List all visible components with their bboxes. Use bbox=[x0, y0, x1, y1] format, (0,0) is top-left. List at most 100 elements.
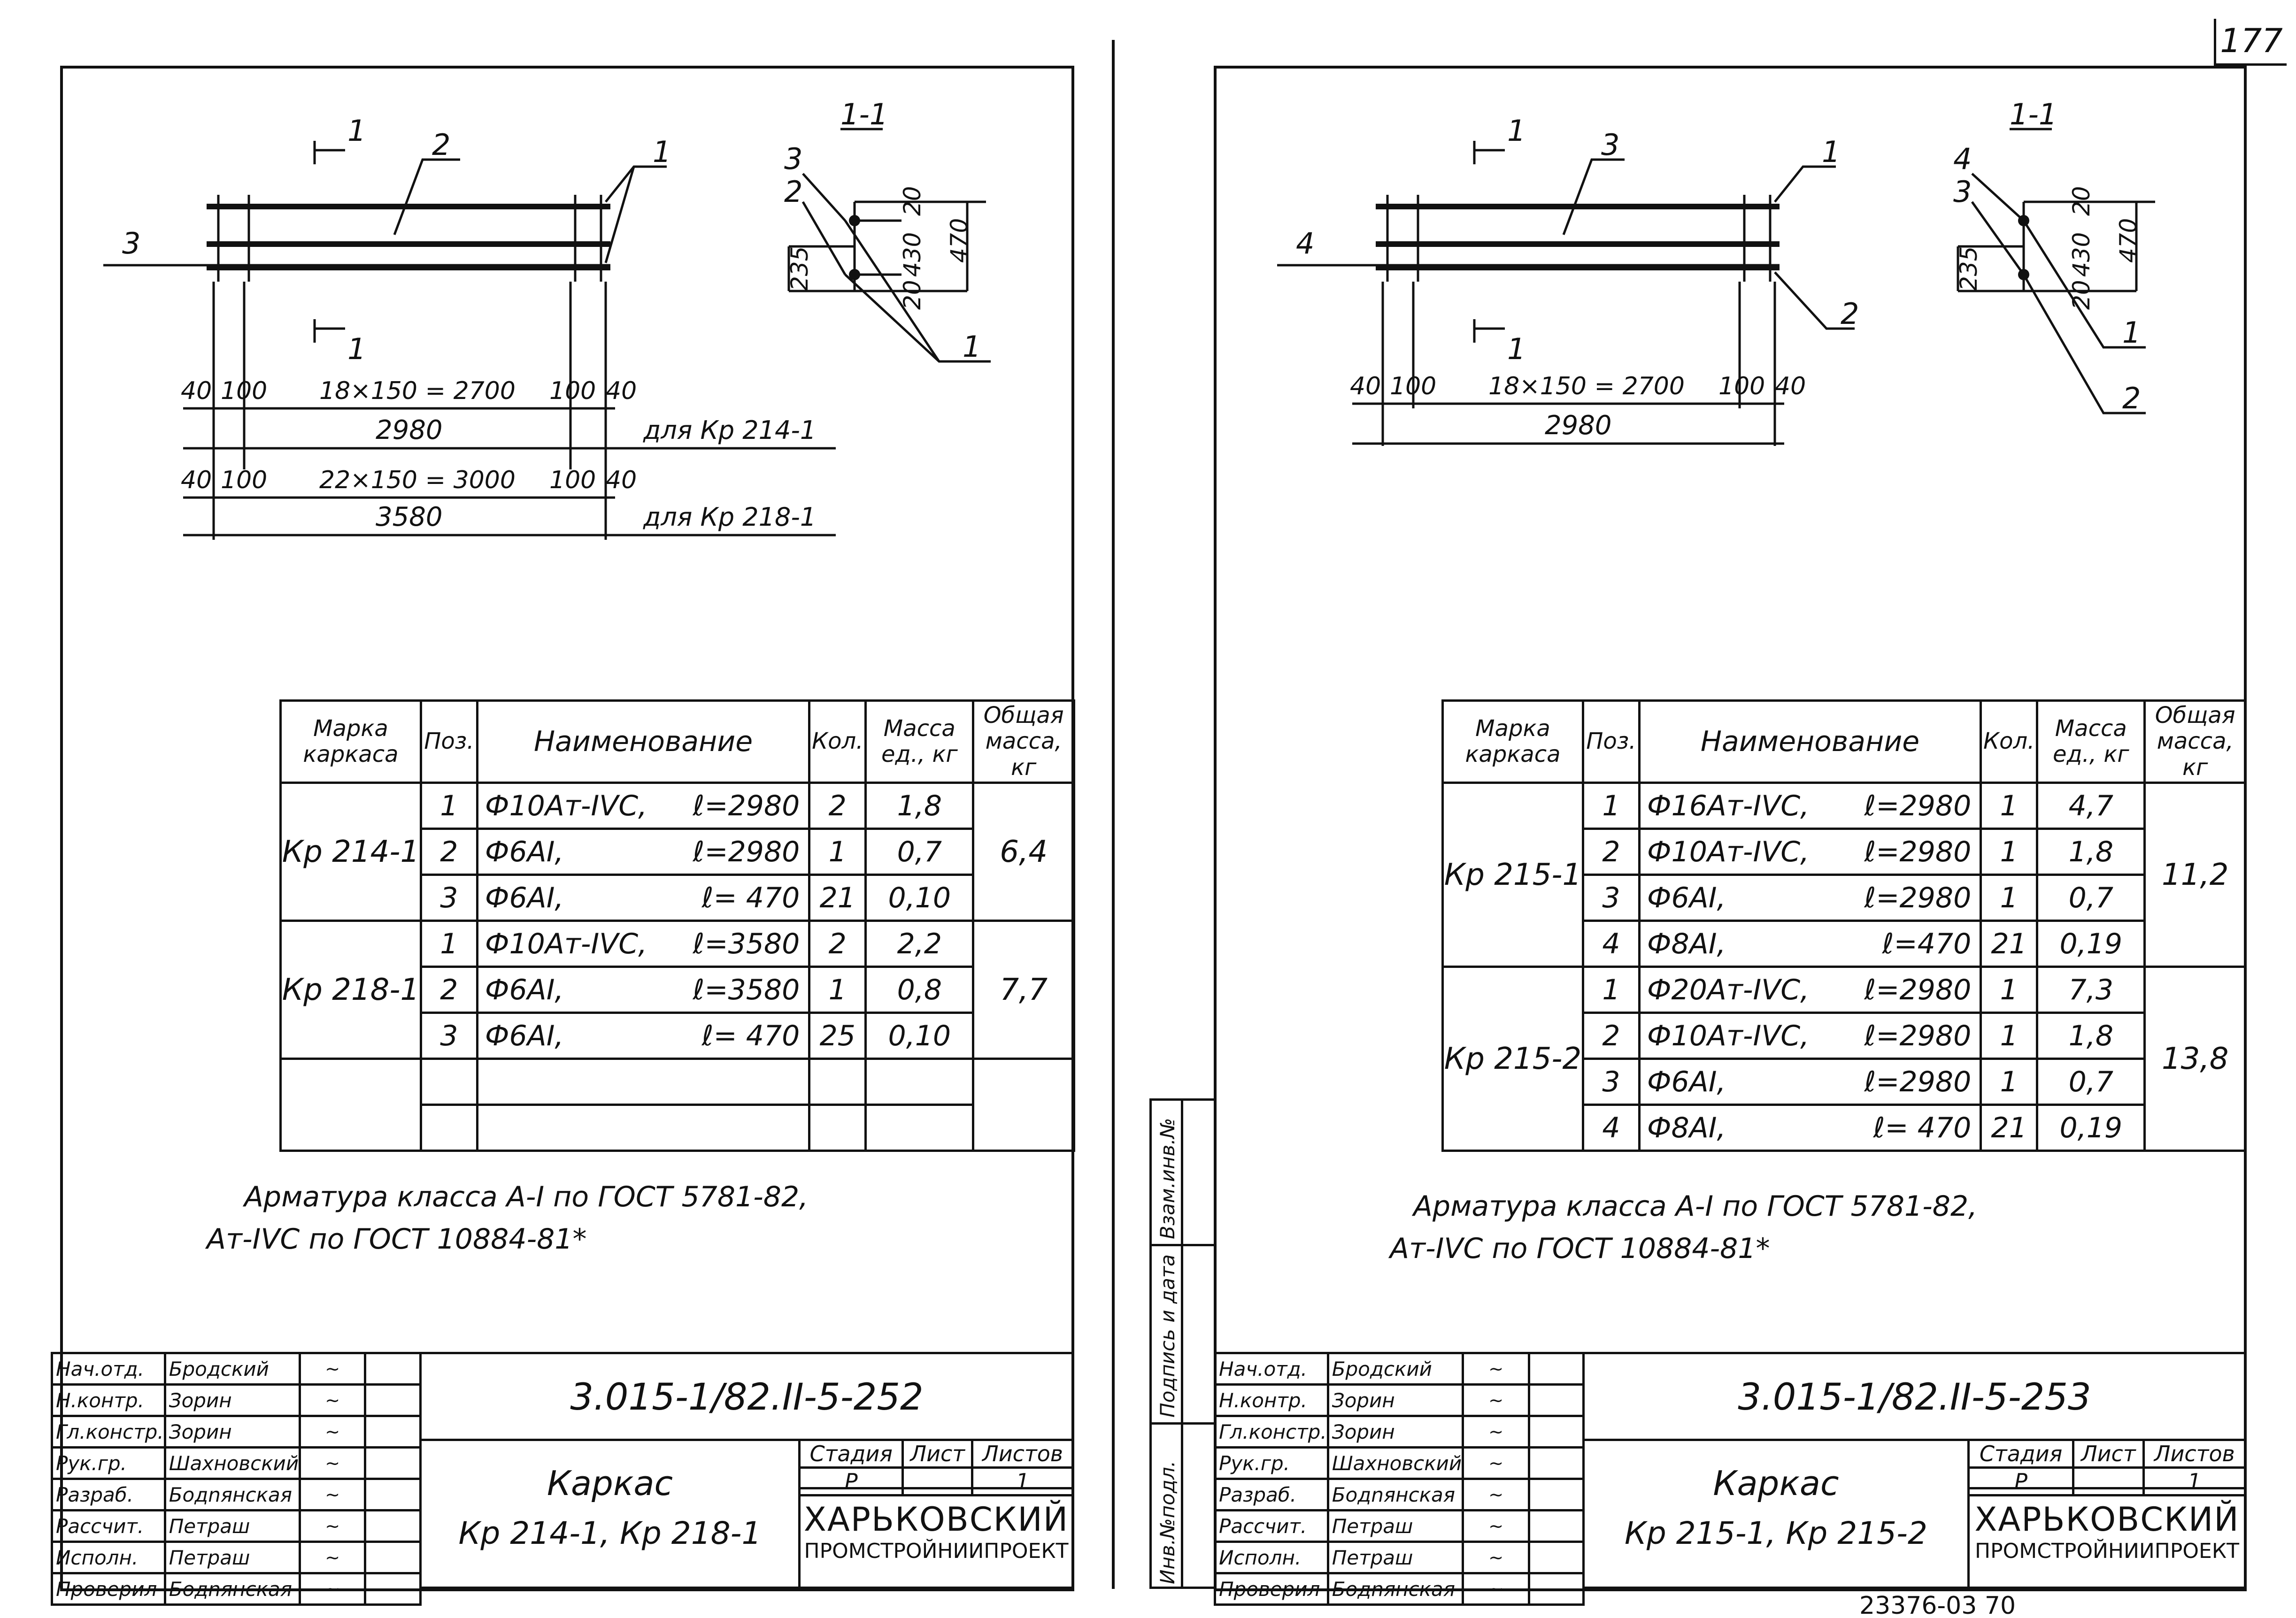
side-label-vzam: Взам.инв.№ bbox=[1156, 1118, 1179, 1239]
group-total: 11,2 bbox=[2143, 782, 2247, 968]
left-sec-dim-a: 20 bbox=[899, 186, 926, 216]
left-dim1-note: для Кр 214-1 bbox=[643, 415, 816, 445]
right-drawing: 1 1 1-1 3 1 4 2 4 3 1 2 20 430 20 470 23… bbox=[1277, 97, 2155, 446]
cell-mass: 1,8 bbox=[2036, 1012, 2146, 1060]
table-row: 3 Ф6АI,ℓ=2980 1 0,7 bbox=[1443, 1058, 2246, 1106]
role-cell: Нач.отд. bbox=[51, 1352, 166, 1386]
cell-mass: 0,7 bbox=[2036, 874, 2146, 922]
left-sec-dim-c: 20 bbox=[899, 280, 926, 310]
role-cell: Проверил bbox=[51, 1572, 166, 1606]
name-cell: Зорин bbox=[163, 1383, 301, 1417]
role-cell: Рук.гр. bbox=[1214, 1446, 1329, 1480]
left-stamp-roles: Нач.отд.Бродский~ Н.контр.Зорин~ Гл.конс… bbox=[51, 1352, 422, 1606]
signature: ~ bbox=[299, 1446, 367, 1480]
table-row: Кр 218-1 1 Ф10Ат-IVС,ℓ=3580 2 2,2 7,7 bbox=[279, 920, 1075, 1060]
role-cell: Проверил bbox=[1214, 1572, 1329, 1606]
hdr-mark: Марка каркаса bbox=[1441, 699, 1584, 784]
left-dim2-note: для Кр 218-1 bbox=[643, 502, 816, 532]
role-cell: Гл.констр. bbox=[1214, 1415, 1329, 1449]
hdr-qty: Кол. bbox=[808, 699, 867, 784]
signature: ~ bbox=[1462, 1383, 1531, 1417]
left-sec-dim-e: 235 bbox=[786, 246, 813, 291]
cell-name: Ф8АI,ℓ=470 bbox=[1638, 920, 1982, 968]
cell-pos: 2 bbox=[1581, 828, 1641, 876]
right-section-title: 1-1 bbox=[2010, 97, 2057, 131]
left-note-1: Арматура класса А-I по ГОСТ 5781-82, bbox=[244, 1181, 809, 1213]
cell-qty: 1 bbox=[1980, 874, 2039, 922]
sheets-count: 1 bbox=[971, 1466, 1074, 1496]
stage-label: Стадия bbox=[798, 1439, 904, 1469]
cell-pos: 4 bbox=[1581, 1104, 1641, 1152]
left-section-callout-a: 3 bbox=[784, 142, 802, 176]
signature: ~ bbox=[1462, 1415, 1531, 1449]
right-spec-table: Марка каркаса Поз. Наименование Кол. Мас… bbox=[1441, 699, 2247, 1152]
cell-pos: 1 bbox=[419, 782, 478, 830]
name-cell: Петраш bbox=[163, 1541, 301, 1574]
left-org-box: ХАРЬКОВСКИЙ ПРОМСТРОЙНИИПРОЕКТ bbox=[798, 1487, 1074, 1589]
cell-qty: 21 bbox=[808, 874, 867, 922]
right-stamp-title-box: Каркас Кр 215-1, Кр 215-2 bbox=[1582, 1439, 1970, 1589]
table-row: 2 Ф10Ат-IVС,ℓ=2980 1 1,8 bbox=[1443, 828, 2246, 876]
bottom-number: 23376-03 70 bbox=[1859, 1592, 2016, 1618]
cell-qty: 25 bbox=[808, 1012, 867, 1060]
right-section-callout-a: 4 bbox=[1953, 142, 1972, 176]
name-cell: Бодnянская bbox=[163, 1572, 301, 1606]
right-subtitle: Кр 215-1, Кр 215-2 bbox=[1625, 1515, 1927, 1551]
cell-pos: 4 bbox=[1581, 920, 1641, 968]
hdr-total-mass: Общая масса, кг bbox=[2143, 699, 2247, 784]
signature: ~ bbox=[1462, 1478, 1531, 1511]
left-dim1-d: 100 bbox=[549, 377, 596, 405]
cell-pos: 2 bbox=[419, 966, 478, 1014]
left-drawing: 1 1 1-1 2 1 3 3 2 1 20 430 20 470 235 40… bbox=[103, 97, 991, 540]
cell-qty: 1 bbox=[1980, 966, 2039, 1014]
right-stamp-roles: Нач.отд.Бродский~ Н.контр.Зорин~ Гл.конс… bbox=[1214, 1352, 1585, 1606]
group-mark: Кр 215-1 bbox=[1441, 782, 1584, 968]
name-cell: Зорин bbox=[1326, 1383, 1464, 1417]
name-cell: Шахновский bbox=[1326, 1446, 1464, 1480]
cell-qty: 21 bbox=[1980, 920, 2039, 968]
right-dim1-b: 100 bbox=[1390, 372, 1436, 400]
left-section-title: 1-1 bbox=[840, 97, 888, 131]
signature: ~ bbox=[1462, 1572, 1531, 1606]
cell-name: Ф16Ат-IVС,ℓ=2980 bbox=[1638, 782, 1982, 830]
table-row: 2 Ф6АI,ℓ=2980 1 0,7 bbox=[281, 828, 1074, 876]
name-cell: Петраш bbox=[163, 1509, 301, 1543]
role-cell: Н.контр. bbox=[1214, 1383, 1329, 1417]
table-row: 2 Ф10Ат-IVС,ℓ=2980 1 1,8 bbox=[1443, 1012, 2246, 1060]
role-cell: Рук.гр. bbox=[51, 1446, 166, 1480]
cell-qty: 1 bbox=[1980, 1058, 2039, 1106]
signature: ~ bbox=[299, 1509, 367, 1543]
name-cell: Бродский bbox=[1326, 1352, 1464, 1386]
cell-mass: 1,8 bbox=[2036, 828, 2146, 876]
cell-qty: 1 bbox=[1980, 828, 2039, 876]
right-sec-dim-e: 235 bbox=[1955, 246, 1982, 291]
cell-mass: 1,8 bbox=[864, 782, 975, 830]
role-cell: Разраб. bbox=[51, 1478, 166, 1511]
right-callout-c: 4 bbox=[1296, 226, 1314, 261]
role-cell: Рассчит. bbox=[1214, 1509, 1329, 1543]
cell-name: Ф10Ат-IVС,ℓ=2980 bbox=[476, 782, 811, 830]
table-row-empty bbox=[281, 1104, 1074, 1152]
right-callout-b: 1 bbox=[1822, 135, 1840, 169]
cell-mass: 0,10 bbox=[864, 1012, 975, 1060]
cell-name: Ф6АI,ℓ=2980 bbox=[476, 828, 811, 876]
table-row: 3 Ф6АI,ℓ= 470 21 0,10 bbox=[281, 874, 1074, 922]
table-row-empty bbox=[279, 1058, 1075, 1152]
side-label-inv: Инв.№подл. bbox=[1156, 1460, 1179, 1584]
left-dim2-e: 40 bbox=[606, 466, 637, 494]
cell-mass: 0,7 bbox=[864, 828, 975, 876]
name-cell: Бодnянская bbox=[1326, 1572, 1464, 1606]
left-org-line1: ХАРЬКОВСКИЙ bbox=[803, 1500, 1069, 1539]
left-sec-dim-b: 430 bbox=[899, 232, 926, 277]
right-dim1-c: 18×150 = 2700 bbox=[1488, 372, 1685, 400]
right-section-callout-d: 2 bbox=[2122, 381, 2141, 415]
group-mark: Кр 214-1 bbox=[279, 782, 422, 922]
cell-mass: 4,7 bbox=[2036, 782, 2146, 830]
left-org-line2: ПРОМСТРОЙНИИПРОЕКТ bbox=[804, 1539, 1069, 1563]
table-row: 3 Ф6АI,ℓ= 470 25 0,10 bbox=[281, 1012, 1074, 1060]
left-dim2-a: 40 bbox=[181, 466, 212, 494]
side-col-rule bbox=[1149, 1244, 1216, 1246]
signature: ~ bbox=[1462, 1446, 1531, 1480]
left-callout-c: 3 bbox=[122, 226, 140, 261]
